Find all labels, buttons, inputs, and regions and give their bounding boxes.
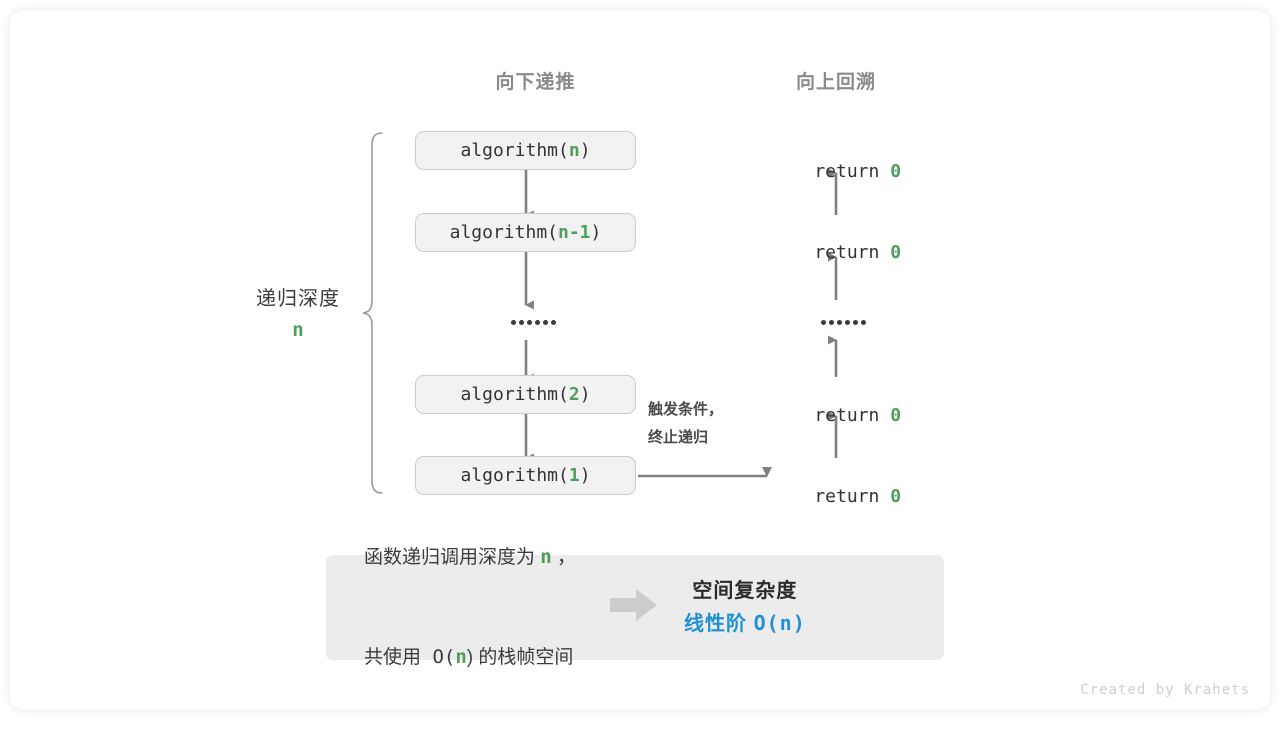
complexity-value-notation: O(n) [753, 611, 806, 635]
call-box-prefix: algorithm( [460, 384, 569, 405]
return-keyword: return [814, 161, 891, 182]
ellipsis-up [821, 320, 866, 325]
call-box-suffix: ) [579, 465, 591, 486]
summary-line-1: 函数递归调用深度为 n ， [364, 541, 576, 574]
call-box-prefix: algorithm( [460, 465, 569, 486]
call-box-suffix: ) [579, 384, 591, 405]
return-value: 0 [890, 405, 902, 426]
complexity-title: 空间复杂度 [692, 580, 798, 602]
summary-line-2-highlight: n [455, 645, 467, 668]
summary-conclusion: 空间复杂度 线性阶 O(n) [684, 575, 806, 640]
return-label: return 0 [736, 465, 936, 528]
summary-line-1-highlight: n [540, 546, 552, 568]
trigger-condition-line-2: 终止递归 [648, 428, 709, 446]
trigger-condition-line-1: 触发条件， [648, 401, 724, 418]
return-keyword: return [814, 405, 891, 426]
call-box-prefix: algorithm( [460, 140, 569, 161]
call-box[interactable]: algorithm(2) [415, 375, 636, 414]
complexity-value-text: 线性阶 [684, 613, 754, 635]
call-box-arg: n [568, 140, 580, 161]
return-keyword: return [814, 242, 891, 263]
summary-description: 函数递归调用深度为 n ， 共使用 O(n) 的栈帧空间 [326, 475, 576, 741]
recursion-depth-text: 递归深度 [256, 288, 340, 310]
call-box-prefix: algorithm( [449, 222, 558, 243]
call-box-suffix: ) [579, 140, 591, 161]
return-label: return 0 [736, 384, 936, 447]
call-box-arg: n-1 [558, 222, 591, 243]
return-value: 0 [890, 486, 902, 507]
return-value: 0 [890, 242, 902, 263]
call-box-suffix: ) [590, 222, 602, 243]
recursion-depth-label: 递归深度 n [228, 282, 368, 341]
ellipsis-down [511, 320, 556, 325]
summary-line-2-prefix: 共使用 O( [364, 645, 456, 668]
recursion-depth-value: n [292, 319, 304, 341]
return-keyword: return [814, 486, 891, 507]
call-box[interactable]: algorithm(n) [415, 131, 636, 170]
return-value: 0 [890, 161, 902, 182]
trigger-condition-note: 触发条件， 终止递归 [648, 396, 723, 452]
column-heading-down: 向下递推 [495, 72, 576, 93]
return-label: return 0 [736, 221, 936, 284]
summary-line-1-prefix: 函数递归调用深度为 [364, 547, 541, 568]
right-arrow-icon [610, 587, 658, 628]
summary-panel: 函数递归调用深度为 n ， 共使用 O(n) 的栈帧空间 空间复杂度 线性阶 O… [326, 546, 944, 668]
return-label: return 0 [736, 140, 936, 203]
call-box[interactable]: algorithm(n-1) [415, 213, 636, 252]
call-box[interactable]: algorithm(1) [415, 456, 636, 495]
footer-credit: Created by Krahets [1080, 682, 1250, 698]
call-box-arg: 1 [568, 465, 580, 486]
call-box-arg: 2 [568, 384, 580, 405]
summary-line-1-suffix: ， [551, 547, 577, 568]
summary-line-2-suffix: ) 的栈帧空间 [466, 646, 574, 668]
summary-line-2: 共使用 O(n) 的栈帧空间 [364, 641, 576, 674]
complexity-value: 线性阶 O(n) [684, 607, 806, 640]
column-heading-up: 向上回溯 [795, 72, 876, 93]
diagram-card: 向下递推 向上回溯 递归深度 n algorithm(n) algorithm(… [10, 10, 1270, 710]
